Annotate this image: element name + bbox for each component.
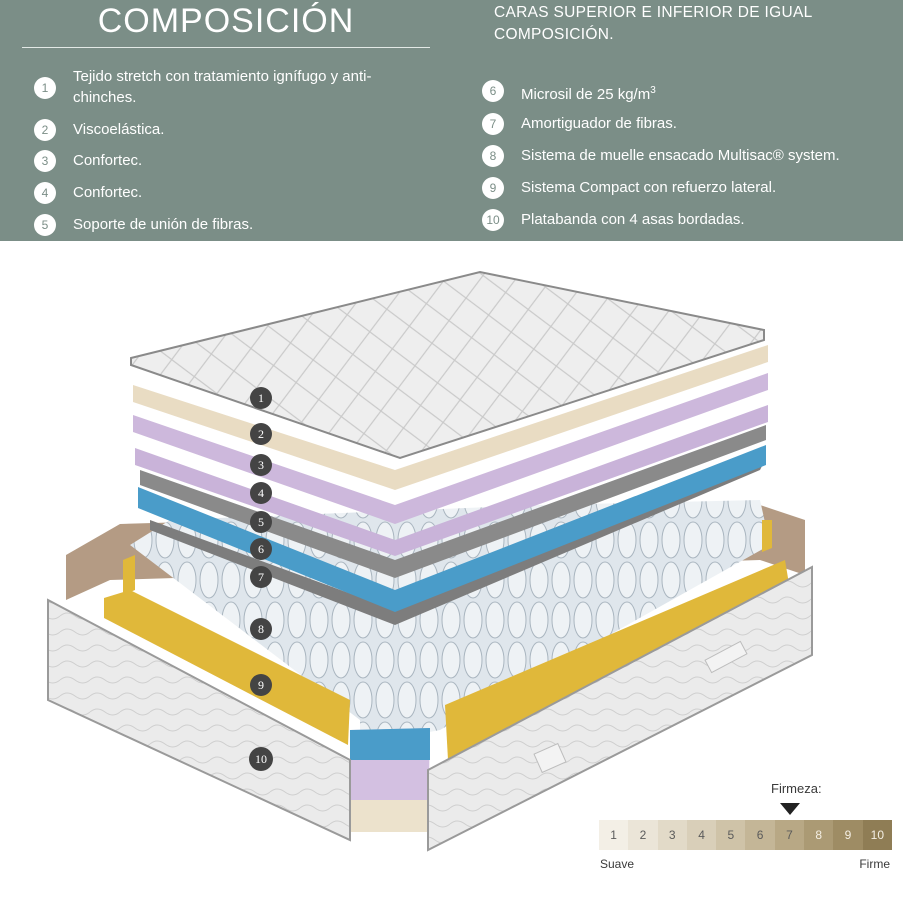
callout-6: 6 — [250, 538, 272, 560]
composition-panel: COMPOSICIÓN CARAS SUPERIOR E INFERIOR DE… — [0, 0, 903, 241]
composition-note: CARAS SUPERIOR E INFERIOR DE IGUAL COMPO… — [494, 4, 812, 43]
layer-description: Confortec. — [73, 184, 143, 201]
lower-foam — [350, 800, 428, 832]
callout-number: 5 — [258, 515, 264, 529]
number-badge: 10 — [482, 209, 504, 231]
firmness-level: 8 — [804, 820, 834, 850]
layer-description: Soporte de unión de fibras. — [73, 216, 254, 233]
callout-number: 3 — [258, 458, 264, 472]
callout-number: 10 — [255, 752, 267, 766]
callout-3: 3 — [250, 454, 272, 476]
number-badge: 1 — [34, 77, 56, 99]
number-badge: 7 — [482, 113, 504, 135]
layer-confortec-4 — [135, 405, 768, 556]
callout-number: 4 — [258, 486, 264, 500]
superscript: 3 — [650, 85, 656, 96]
firmness-soft-label: Suave — [600, 857, 635, 871]
firmness-level: 1 — [599, 820, 629, 850]
compact-right — [445, 560, 790, 760]
number-badge: 5 — [34, 214, 56, 236]
number-badge: 6 — [482, 80, 504, 102]
layer-microsil-6 — [138, 445, 766, 612]
layer-description: Microsil de 25 kg/m3 — [521, 85, 656, 103]
compact-back-right — [762, 520, 772, 552]
number-badge: 8 — [482, 145, 504, 167]
callout-7: 7 — [250, 566, 272, 588]
lower-microsil — [350, 728, 430, 760]
border-left — [47, 598, 351, 842]
layer-description: Viscoelástica. — [73, 121, 165, 138]
layer-description: Sistema de muelle ensacado Multisac® sys… — [521, 147, 840, 164]
callout-markers: 1 2 3 4 5 6 7 8 9 10 — [249, 387, 273, 771]
layer-description: Sistema Compact con refuerzo lateral. — [521, 179, 777, 196]
firmness-scale: Firmeza: 1 2 3 4 5 6 7 8 9 10 Suave Firm… — [599, 781, 892, 871]
callout-1: 1 — [250, 387, 272, 409]
callout-number: 2 — [258, 427, 264, 441]
callout-number: 6 — [258, 542, 264, 556]
callout-number: 8 — [258, 622, 264, 636]
layer-cover-1 — [130, 270, 765, 460]
layer-description: Confortec. — [73, 152, 143, 169]
panel-title: COMPOSICIÓN — [97, 2, 355, 40]
title-divider — [22, 47, 430, 48]
layer-description: Platabanda con 4 asas bordadas. — [521, 211, 745, 228]
mattress-cutaway-drawing: 1 2 3 4 5 6 7 8 9 10 — [47, 270, 813, 852]
callout-5: 5 — [250, 511, 272, 533]
firmness-level: 9 — [833, 820, 863, 850]
layer-fiber-7 — [150, 460, 765, 625]
layer-description: Tejido stretch con tratamiento ignífugo … — [73, 68, 372, 106]
callout-number: 9 — [258, 678, 264, 692]
firmness-levels: 1 2 3 4 5 6 7 8 9 10 — [599, 820, 892, 850]
firmness-level: 10 — [862, 820, 892, 850]
compact-back-left — [123, 555, 135, 595]
callout-4: 4 — [250, 482, 272, 504]
border-right — [427, 565, 813, 852]
firmness-level: 4 — [686, 820, 717, 850]
layer-fiber-5 — [140, 425, 766, 578]
callout-number: 1 — [258, 391, 264, 405]
mattress-illustration: 1 2 3 4 5 6 7 8 9 10 — [0, 241, 903, 903]
brand-label — [533, 742, 567, 774]
callout-8: 8 — [250, 618, 272, 640]
compact-left — [104, 590, 350, 745]
firmness-marker-icon — [780, 803, 800, 815]
callout-2: 2 — [250, 423, 272, 445]
number-badge: 9 — [482, 177, 504, 199]
callout-number: 7 — [258, 570, 264, 584]
firmness-level: 7 — [774, 820, 805, 850]
firmness-hard-label: Firme — [859, 857, 890, 871]
layer-confortec-3 — [133, 373, 768, 524]
layer-visco-2 — [133, 345, 768, 490]
firmness-level: 5 — [716, 820, 746, 850]
callout-10: 10 — [249, 747, 273, 771]
firmness-level: 3 — [657, 820, 687, 850]
firmness-level: 2 — [628, 820, 658, 850]
layer-description: Amortiguador de fibras. — [521, 115, 677, 132]
number-badge: 2 — [34, 119, 56, 141]
number-badge: 3 — [34, 150, 56, 172]
firmness-label: Firmeza: — [771, 781, 822, 796]
number-badge: 4 — [34, 182, 56, 204]
firmness-level: 6 — [745, 820, 775, 850]
handle-label — [704, 640, 748, 674]
callout-9: 9 — [250, 674, 272, 696]
